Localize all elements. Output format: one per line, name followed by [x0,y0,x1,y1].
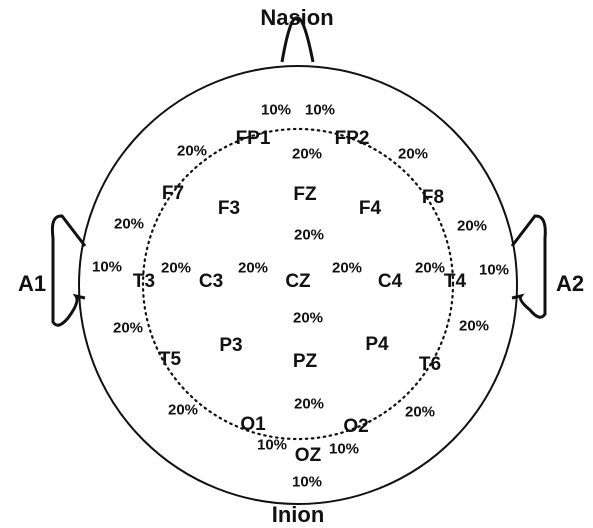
spacing-label-oz-o2: 10% [328,440,360,458]
spacing-label-t5-o1: 20% [167,401,199,419]
electrode-t4: T4 [443,271,467,292]
electrode-t5: T5 [158,349,182,370]
electrode-f3: F3 [217,198,241,219]
electrode-t3: T3 [132,271,156,292]
spacing-label-top-left: 10% [260,101,292,119]
inion-label: Inion [271,502,325,527]
a2-label: A2 [555,271,585,296]
electrode-o2: O2 [343,416,369,437]
electrode-f7: F7 [161,183,185,204]
spacing-label-pz-oz: 20% [293,395,325,413]
electrode-f8: F8 [421,187,445,208]
electrode-fz: FZ [293,184,317,205]
head-outline [78,65,518,505]
spacing-label-fz-cz: 20% [293,226,325,244]
electrode-p3: P3 [219,335,243,356]
electrode-oz: OZ [294,445,322,466]
nasion-label: Nasion [260,5,334,30]
electrode-pz: PZ [292,351,318,372]
electrode-f4: F4 [358,198,382,219]
spacing-label-f7-t3: 20% [113,215,145,233]
spacing-label-t6-o2: 20% [404,403,436,421]
spacing-label-c3-cz: 20% [237,259,269,277]
spacing-label-cz-pz: 20% [292,309,324,327]
electrode-p4: P4 [365,334,389,355]
spacing-label-top-right: 10% [304,101,336,119]
electrode-c3: C3 [198,271,224,292]
spacing-label-fp2-f8: 20% [397,145,429,163]
spacing-label-t3-c3: 20% [160,259,192,277]
spacing-label-o1-oz: 10% [256,436,288,454]
spacing-label-cz-c4: 20% [331,259,363,277]
electrode-c4: C4 [377,271,403,292]
left-ear-outline [50,214,87,327]
electrode-fp1: FP1 [235,128,271,149]
spacing-label-t3-t5: 20% [112,319,144,337]
electrode-cz: CZ [285,271,311,292]
spacing-label-t4-t6: 20% [458,317,490,335]
spacing-label-fp1-f7: 20% [176,142,208,160]
nose-outline [280,16,315,63]
electrode-ring [141,127,455,441]
a1-label: A1 [17,271,47,296]
right-ear-outline [510,214,547,319]
spacing-label-c4-t4: 20% [414,259,446,277]
spacing-label-f8-t4: 20% [456,217,488,235]
spacing-label-oz-inion: 10% [291,473,323,491]
spacing-label-t3-a1: 10% [91,258,123,276]
spacing-label-t4-a2: 10% [478,261,510,279]
spacing-label-fp-fz: 20% [291,145,323,163]
electrode-fp2: FP2 [334,128,370,149]
electrode-t6: T6 [418,354,442,375]
electrode-o1: O1 [240,414,266,435]
